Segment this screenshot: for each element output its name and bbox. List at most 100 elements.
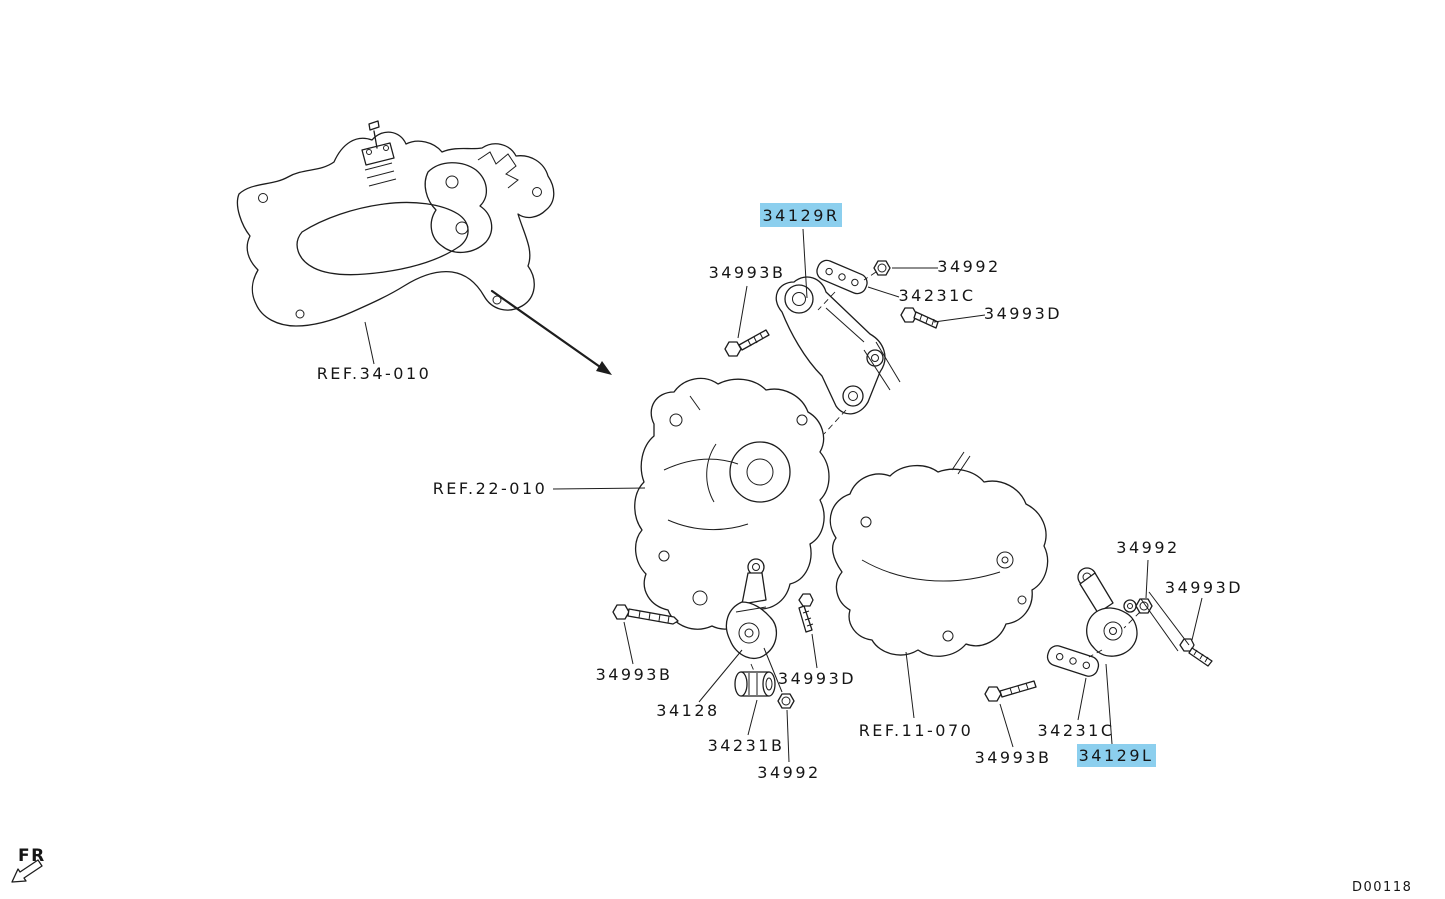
nut-hole	[1139, 601, 1149, 611]
subframe-assembly	[236, 120, 555, 327]
bracket-boss-outer	[1123, 599, 1137, 613]
bolt-threads	[919, 313, 935, 326]
ref-label-22-010: REF.22-010	[433, 479, 548, 498]
transmission-rib	[667, 519, 749, 531]
damper-34231C-right	[1046, 645, 1100, 677]
engine-boss	[942, 630, 954, 642]
mount-34129R-group	[724, 259, 939, 435]
arrow-shaft	[490, 289, 605, 371]
damper-hole	[1082, 661, 1091, 670]
callout-34128: 34128	[656, 701, 719, 720]
fr-arrow-icon	[11, 859, 43, 883]
subframe-center-bracket	[424, 162, 493, 253]
bolt-threads	[638, 610, 670, 624]
bracket-eye-inner	[792, 292, 806, 306]
bolt-head	[612, 604, 630, 620]
arrow-head	[596, 361, 612, 375]
nut-hex	[777, 693, 795, 709]
highlight-34129R[interactable]	[760, 203, 842, 227]
transmission-bore-outer	[729, 441, 791, 503]
callout-34993B-upper: 34993B	[709, 263, 786, 282]
subframe-opening	[296, 201, 469, 276]
bolt-34993D-mid	[798, 593, 814, 633]
ref-label-34-010: REF.34-010	[317, 364, 432, 383]
damper-hole	[1055, 652, 1064, 661]
bracket-boss-outer	[866, 349, 884, 367]
leader-ref-11-070	[905, 651, 915, 719]
bolt-34993B-right	[984, 680, 1037, 702]
bushing-ribs	[748, 673, 758, 695]
subframe-left-mount-ribs	[364, 162, 397, 187]
damper-hole	[825, 267, 833, 276]
leader-34993D-right	[1191, 597, 1203, 641]
assembly-wedge-line	[763, 647, 783, 693]
bracket-housing	[1086, 607, 1138, 657]
transmission-bore-inner	[746, 458, 774, 486]
callout-34129L-label[interactable]: 34129L	[1079, 746, 1154, 765]
subframe-bracket-hole	[445, 175, 459, 189]
bushing-bore-inner	[744, 628, 754, 638]
fr-orientation-indicator: FR	[11, 846, 46, 883]
bushing-end-right	[762, 671, 776, 697]
callout-34993D-mid: 34993D	[778, 669, 856, 688]
leader-34992-right	[1145, 559, 1149, 599]
highlight-34129L[interactable]	[1077, 744, 1156, 767]
nut-hole	[781, 696, 791, 706]
damper-body	[1046, 645, 1100, 677]
callout-labels: 34129R 34129L 34993B 34992 34231C 34993D…	[317, 203, 1241, 782]
transmission-boss	[658, 550, 670, 562]
callout-34993B-right: 34993B	[975, 748, 1052, 767]
transmission-boss	[669, 413, 683, 427]
bolt-threads	[747, 332, 764, 347]
engine-rib	[861, 559, 1001, 582]
bolt-threads	[1009, 682, 1029, 695]
mount-34129L-group	[984, 567, 1213, 702]
leader-34993D-mid	[811, 633, 818, 669]
leader-34231C-right	[1077, 677, 1087, 721]
leader-34231B	[747, 699, 758, 736]
leader-34993B-right	[999, 703, 1014, 748]
assembly-wedge-line	[1140, 598, 1179, 652]
bracket-arm-line	[825, 307, 865, 343]
assembly-wedge-line	[863, 349, 891, 391]
transmission-case	[634, 377, 830, 630]
assembly-dashed-line	[1088, 649, 1103, 658]
leader-lines	[364, 228, 1203, 763]
bolt-shaft	[627, 608, 679, 625]
callout-34231C-right: 34231C	[1037, 721, 1114, 740]
transmission-boss	[796, 414, 808, 426]
callout-34129R-label[interactable]: 34129R	[762, 206, 839, 225]
bracket-boss-inner	[871, 354, 879, 362]
nut-hex	[873, 260, 891, 276]
callout-34129R[interactable]: 34129R	[760, 203, 842, 227]
subframe-bolt-hole	[258, 193, 268, 203]
bolt-shaft	[798, 605, 813, 633]
callout-34992-upper: 34992	[937, 257, 1000, 276]
bushing-bore-outer	[738, 622, 760, 644]
leader-34992-mid	[786, 709, 790, 763]
bracket-neck	[1079, 572, 1114, 614]
bolt-34993D-upper	[900, 307, 939, 329]
engine-boss	[1017, 595, 1027, 605]
ref-label-11-070: REF.11-070	[859, 721, 974, 740]
callout-34129L[interactable]: 34129L	[1077, 744, 1156, 767]
damper-hole	[1069, 657, 1077, 665]
engine-boss	[996, 551, 1014, 569]
engine-case	[829, 451, 1049, 657]
bracket-eye-outer	[784, 284, 814, 314]
nut-34992-mid	[777, 693, 795, 709]
leader-34129L	[1105, 663, 1113, 745]
leader-ref-22-010	[552, 487, 646, 490]
subframe-bolt-hole	[295, 309, 305, 319]
bolt-shaft	[913, 311, 939, 329]
callout-34231C-upper: 34231C	[898, 286, 975, 305]
subframe-harness	[477, 151, 519, 189]
leader-34993D-upper	[933, 314, 986, 323]
subframe-left-mount-stud	[368, 120, 380, 149]
bolt-34993D-right	[1179, 638, 1213, 667]
assembly-wedge-line	[1148, 591, 1190, 646]
fr-label: FR	[18, 846, 46, 866]
assembly-dashed-line	[823, 409, 847, 435]
